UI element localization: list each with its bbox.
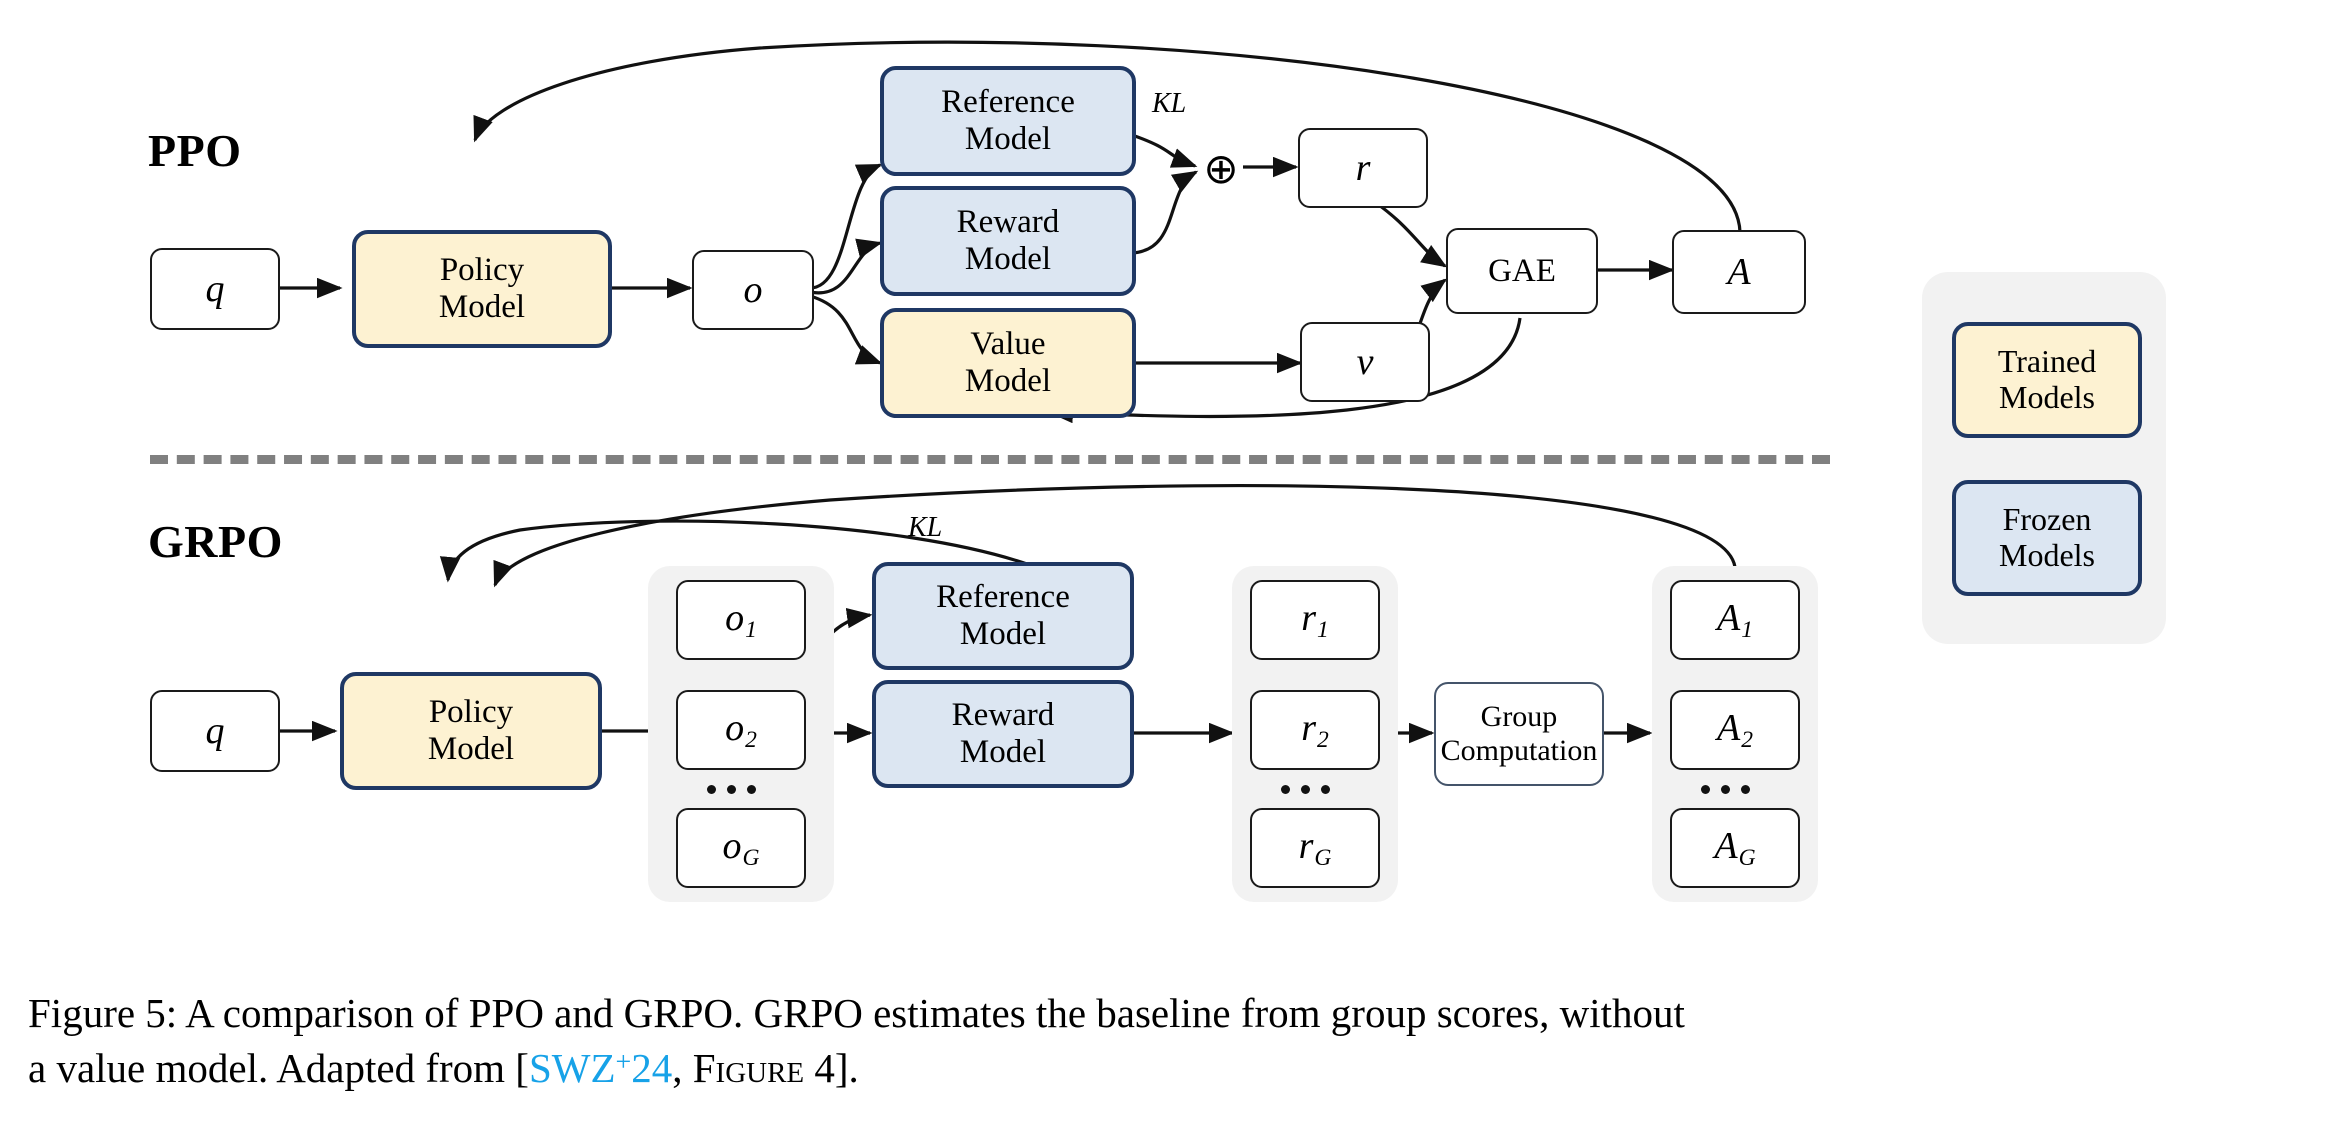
grpo-kl-label: KL — [908, 512, 943, 543]
grpo-node-advantage-g: AG — [1670, 808, 1800, 888]
grpo-policy-line2: Model — [427, 731, 515, 767]
grpo-node-reference-model: Reference Model — [872, 562, 1134, 670]
legend-frozen-line2: Models — [1999, 537, 2095, 573]
caption-line-2: a value model. Adapted from [SWZ+24, Fig… — [28, 1041, 2318, 1096]
caption-line-1: Figure 5: A comparison of PPO and GRPO. … — [28, 990, 1685, 1036]
grpo-policy-line1: Policy — [428, 694, 514, 731]
legend-frozen-line1: Frozen — [2002, 501, 2092, 538]
edge-o-to-reward — [809, 238, 883, 295]
grpo-advantage-1-label: A1 — [1717, 597, 1753, 643]
grpo-group-line1: Group — [1480, 700, 1558, 734]
grpo-node-policy-model: Policy Model — [340, 672, 602, 790]
grpo-advantage-g-label: AG — [1714, 825, 1756, 871]
caption-figure-ref: Figure 4 — [692, 1044, 835, 1091]
ppo-value-line2: Model — [964, 363, 1052, 399]
ppo-node-v: v — [1300, 322, 1430, 402]
ppo-r-label: r — [1355, 146, 1371, 189]
grpo-rewards-ellipsis — [1281, 785, 1330, 794]
grpo-reference-line2: Model — [959, 616, 1047, 652]
legend-frozen-models: Frozen Models — [1952, 480, 2142, 596]
caption-comma: , — [672, 1044, 693, 1091]
edge-reward-to-oplus — [1131, 170, 1199, 255]
ppo-node-reference-model: Reference Model — [880, 66, 1136, 176]
ppo-node-o: o — [692, 250, 814, 330]
grpo-output-2-label: o2 — [725, 707, 757, 753]
ppo-reward-line1: Reward — [956, 204, 1060, 241]
ppo-reference-line1: Reference — [941, 84, 1075, 121]
grpo-outputs-ellipsis — [707, 785, 756, 794]
legend-trained-models: Trained Models — [1952, 322, 2142, 438]
ppo-node-a: A — [1672, 230, 1806, 314]
ppo-node-q: q — [150, 248, 280, 330]
grpo-advantages-ellipsis — [1701, 785, 1750, 794]
ppo-node-policy-model: Policy Model — [352, 230, 612, 348]
grpo-node-advantage-2: A2 — [1670, 690, 1800, 770]
grpo-node-advantage-1: A1 — [1670, 580, 1800, 660]
ppo-policy-line2: Model — [438, 289, 526, 325]
ppo-gae-label: GAE — [1488, 252, 1556, 289]
grpo-output-1-label: o1 — [725, 597, 757, 643]
row-label-grpo: GRPO — [148, 516, 283, 567]
grpo-node-reward-2: r2 — [1250, 690, 1380, 770]
edge-o-to-reference — [809, 163, 883, 290]
ppo-a-label: A — [1727, 250, 1751, 293]
caption-end: ]. — [834, 1044, 859, 1091]
ppo-node-r: r — [1298, 128, 1428, 208]
grpo-output-g-label: oG — [722, 825, 760, 871]
grpo-node-reward-g: rG — [1250, 808, 1380, 888]
edge-r-to-gae — [1371, 198, 1448, 268]
ppo-o-label: o — [743, 268, 763, 311]
edge-grpo-reference-kl-feedback — [439, 519, 1031, 583]
grpo-reward-line1: Reward — [951, 697, 1055, 734]
grpo-node-reward-1: r1 — [1250, 580, 1380, 660]
ppo-node-reward-model: Reward Model — [880, 186, 1136, 296]
ppo-policy-line1: Policy — [439, 252, 525, 289]
edge-gae-to-value-feedback — [1047, 317, 1522, 424]
grpo-q-label: q — [205, 709, 225, 752]
ppo-reference-line2: Model — [964, 121, 1052, 157]
ppo-kl-label: KL — [1152, 88, 1187, 119]
edge-o-to-value — [809, 294, 883, 365]
grpo-reward-1-label: r1 — [1301, 597, 1329, 643]
row-label-ppo: PPO — [148, 125, 242, 176]
grpo-node-output-2: o2 — [676, 690, 806, 770]
grpo-group-line2: Computation — [1440, 734, 1598, 767]
ppo-node-value-model: Value Model — [880, 308, 1136, 418]
caption-line2-text: a value model. Adapted from [ — [28, 1044, 529, 1091]
grpo-reward-g-label: rG — [1298, 825, 1332, 871]
grpo-advantage-2-label: A2 — [1717, 707, 1753, 753]
grpo-node-group-computation: Group Computation — [1434, 682, 1604, 786]
grpo-node-output-g: oG — [676, 808, 806, 888]
edge-a-to-policy-feedback — [473, 40, 1742, 233]
ppo-v-label: v — [1356, 340, 1374, 383]
ppo-oplus-icon: ⊕ — [1203, 143, 1239, 193]
legend-trained-line1: Trained — [1997, 343, 2097, 380]
grpo-node-reward-model: Reward Model — [872, 680, 1134, 788]
figure-caption: Figure 5: A comparison of PPO and GRPO. … — [28, 986, 2318, 1095]
citation-link[interactable]: SWZ+24 — [528, 1044, 673, 1091]
grpo-reward-line2: Model — [959, 734, 1047, 770]
ppo-node-gae: GAE — [1446, 228, 1598, 314]
grpo-reference-line1: Reference — [936, 579, 1070, 616]
edge-grpo-advantages-to-policy-feedback — [493, 484, 1737, 588]
grpo-reward-2-label: r2 — [1301, 707, 1329, 753]
grpo-node-q: q — [150, 690, 280, 772]
legend-trained-line2: Models — [1999, 379, 2095, 415]
ppo-q-label: q — [205, 267, 225, 310]
ppo-reward-line2: Model — [964, 241, 1052, 277]
edge-reference-to-oplus — [1131, 133, 1198, 168]
grpo-node-output-1: o1 — [676, 580, 806, 660]
section-divider — [150, 455, 1830, 464]
ppo-value-line1: Value — [970, 326, 1046, 363]
